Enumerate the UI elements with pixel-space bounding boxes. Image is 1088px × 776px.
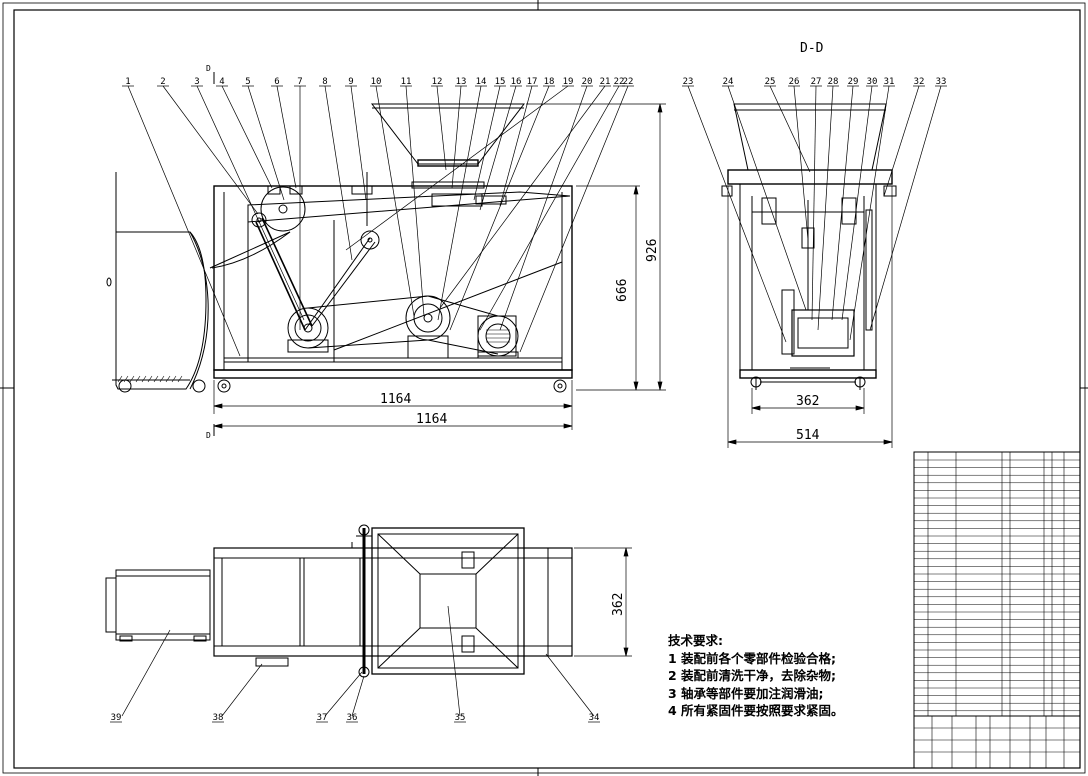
balloon-22: 22 [614, 77, 625, 87]
dim-height-total: 926 [645, 239, 660, 262]
balloon-23: 23 [683, 77, 694, 87]
balloon-32: 32 [914, 77, 925, 87]
dim-side-outer: 514 [796, 428, 820, 443]
balloon-17: 17 [527, 77, 538, 87]
dim-length-outer: 1164 [416, 412, 447, 427]
balloon-5: 5 [245, 77, 250, 87]
balloon-10: 10 [371, 77, 382, 87]
balloon-28: 28 [828, 77, 839, 87]
top-balloons: 39 38 37 36 35 34 [110, 713, 600, 723]
side-balloons: 23 24 25 26 27 28 29 30 31 32 33 [682, 77, 947, 87]
balloon-18: 18 [544, 77, 555, 87]
requirement-3: 3 轴承等部件要加注润滑油; [668, 685, 824, 701]
balloon-6: 6 [274, 77, 279, 87]
balloon-7: 7 [297, 77, 302, 87]
balloon-33: 33 [936, 77, 947, 87]
dim-side-inner: 362 [796, 394, 819, 409]
balloon-1: 1 [125, 77, 130, 87]
balloon-29: 29 [848, 77, 859, 87]
technical-requirements: 技术要求: 1 装配前各个零部件检验合格; 2 装配前清洗干净，去除杂物; 3 … [668, 632, 844, 720]
balloon-21: 21 [600, 77, 611, 87]
balloon-25: 25 [765, 77, 776, 87]
front-view [106, 72, 573, 436]
balloon-3: 3 [194, 77, 199, 87]
requirements-title: 技术要求: [668, 633, 723, 648]
balloon-11: 11 [401, 77, 412, 87]
balloon-20: 20 [582, 77, 593, 87]
front-leaders [127, 85, 629, 357]
balloon-30: 30 [867, 77, 878, 87]
balloon-16: 16 [511, 77, 522, 87]
top-dimensions [574, 547, 632, 657]
side-leaders [687, 85, 942, 343]
section-marker-top: D [206, 64, 211, 73]
side-dimensions [727, 186, 893, 448]
balloon-38: 38 [213, 713, 224, 723]
balloon-22: 22 [623, 77, 634, 87]
balloon-39: 39 [111, 713, 122, 723]
balloon-13: 13 [456, 77, 467, 87]
balloon-36: 36 [347, 713, 358, 723]
top-leaders [121, 605, 595, 717]
balloon-27: 27 [811, 77, 822, 87]
balloon-14: 14 [476, 77, 487, 87]
dim-top-width: 362 [611, 593, 626, 616]
balloon-8: 8 [322, 77, 327, 87]
balloon-37: 37 [317, 713, 328, 723]
parts-list-table [913, 451, 1081, 769]
balloon-19: 19 [563, 77, 574, 87]
section-marker-bottom: D [206, 431, 211, 440]
front-dimensions [213, 103, 666, 430]
requirement-2: 2 装配前清洗干净，去除杂物; [668, 668, 837, 683]
balloon-26: 26 [789, 77, 800, 87]
balloon-2: 2 [160, 77, 165, 87]
dim-length-inner: 1164 [380, 392, 411, 407]
balloon-12: 12 [432, 77, 443, 87]
section-label: D-D [800, 41, 824, 56]
balloon-24: 24 [723, 77, 734, 87]
requirement-1: 1 装配前各个零部件检验合格; [668, 650, 837, 666]
inner-border [13, 9, 1081, 769]
balloon-31: 31 [884, 77, 895, 87]
balloon-9: 9 [348, 77, 353, 87]
balloon-15: 15 [495, 77, 506, 87]
side-view [721, 103, 897, 390]
balloon-34: 34 [589, 713, 600, 723]
balloon-4: 4 [219, 77, 224, 87]
dim-height-frame: 666 [615, 279, 630, 302]
requirement-4: 4 所有紧固件要按照要求紧固。 [668, 703, 844, 718]
balloon-35: 35 [455, 713, 466, 723]
top-view [105, 524, 573, 678]
